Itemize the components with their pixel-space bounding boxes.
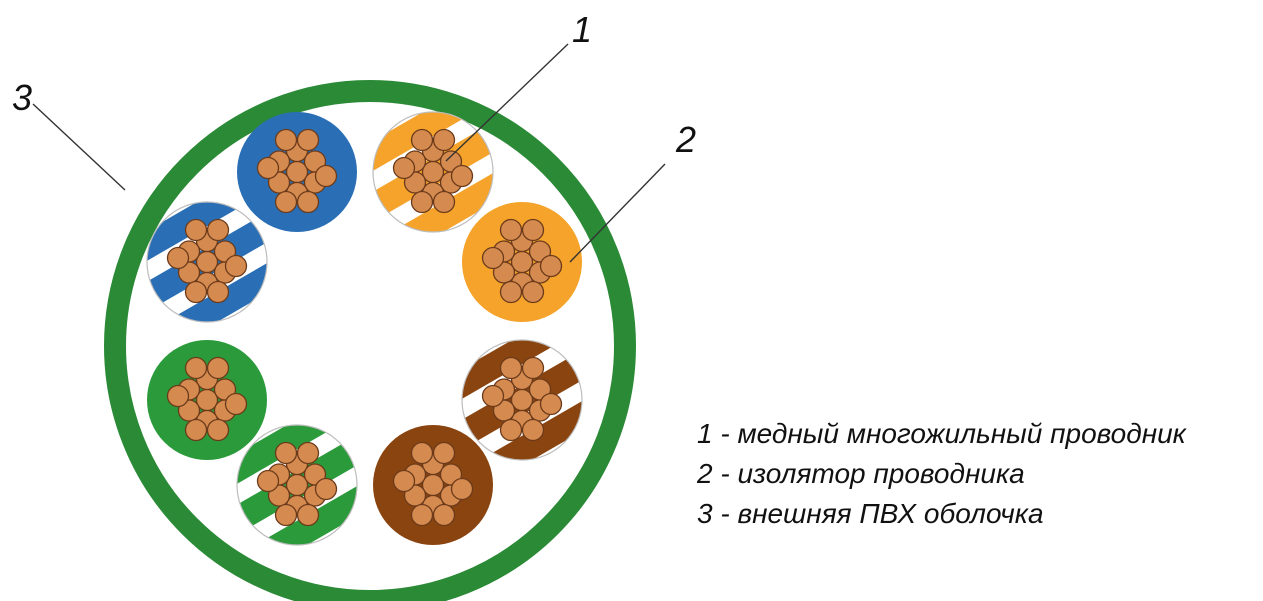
leader-line-2 (569, 163, 666, 263)
copper-strand (410, 441, 434, 465)
leader-line-3 (32, 103, 126, 191)
wire-green-white (236, 424, 358, 546)
legend: 1 - медный многожильный проводник 2 - из… (697, 414, 1186, 534)
copper-conductor (166, 356, 248, 442)
copper-conductor (392, 441, 474, 527)
wire-brown-white (461, 339, 583, 461)
copper-strand (206, 356, 230, 380)
copper-strand (521, 356, 545, 380)
copper-strand (296, 503, 320, 527)
copper-strand (410, 503, 434, 527)
copper-conductor (256, 441, 338, 527)
copper-strand (296, 190, 320, 214)
copper-strand (392, 469, 416, 493)
copper-strand (432, 128, 456, 152)
copper-strand (184, 218, 208, 242)
copper-strand (224, 254, 248, 278)
copper-strand (481, 246, 505, 270)
copper-strand (521, 280, 545, 304)
copper-strand (274, 441, 298, 465)
copper-strand (256, 156, 280, 180)
copper-strand (166, 246, 190, 270)
copper-strand (432, 503, 456, 527)
copper-strand (432, 190, 456, 214)
copper-conductor (256, 128, 338, 214)
copper-strand (410, 190, 434, 214)
copper-strand (481, 384, 505, 408)
copper-strand (296, 128, 320, 152)
copper-strand (410, 128, 434, 152)
callout-number-1: 1 (572, 9, 592, 50)
callout-number-3: 3 (12, 77, 32, 118)
wire-green (147, 340, 267, 460)
copper-strand (499, 418, 523, 442)
legend-item-conductor: 1 - медный многожильный проводник (697, 418, 1186, 449)
copper-strand (539, 254, 563, 278)
wire-group (146, 111, 583, 546)
copper-strand (450, 164, 474, 188)
legend-item-insulator: 2 - изолятор проводника (697, 458, 1025, 489)
leader-line-1 (445, 43, 569, 162)
copper-strand (184, 356, 208, 380)
copper-strand (521, 218, 545, 242)
copper-strand (274, 503, 298, 527)
copper-strand (184, 418, 208, 442)
copper-strand (274, 128, 298, 152)
copper-conductor (392, 128, 474, 214)
copper-strand (206, 280, 230, 304)
copper-strand (314, 164, 338, 188)
wire-orange-white (372, 111, 494, 233)
copper-strand (499, 218, 523, 242)
copper-strand (499, 356, 523, 380)
copper-strand (206, 218, 230, 242)
copper-strand (256, 469, 280, 493)
copper-conductor (166, 218, 248, 304)
callout-number-2: 2 (675, 119, 696, 160)
outer-pvc-jacket (104, 80, 636, 601)
copper-strand (392, 156, 416, 180)
copper-strand (450, 477, 474, 501)
copper-conductor (481, 356, 563, 442)
copper-strand (314, 477, 338, 501)
wire-orange (462, 202, 582, 322)
copper-strand (166, 384, 190, 408)
copper-strand (224, 392, 248, 416)
legend-item-jacket: 3 - внешняя ПВХ оболочка (697, 498, 1044, 529)
copper-strand (432, 441, 456, 465)
copper-strand (521, 418, 545, 442)
copper-conductor (481, 218, 563, 304)
copper-strand (499, 280, 523, 304)
wire-blue-white (146, 201, 268, 323)
copper-strand (539, 392, 563, 416)
copper-strand (274, 190, 298, 214)
wire-blue (237, 112, 357, 232)
copper-strand (184, 280, 208, 304)
copper-strand (296, 441, 320, 465)
copper-strand (206, 418, 230, 442)
wire-brown (373, 425, 493, 545)
